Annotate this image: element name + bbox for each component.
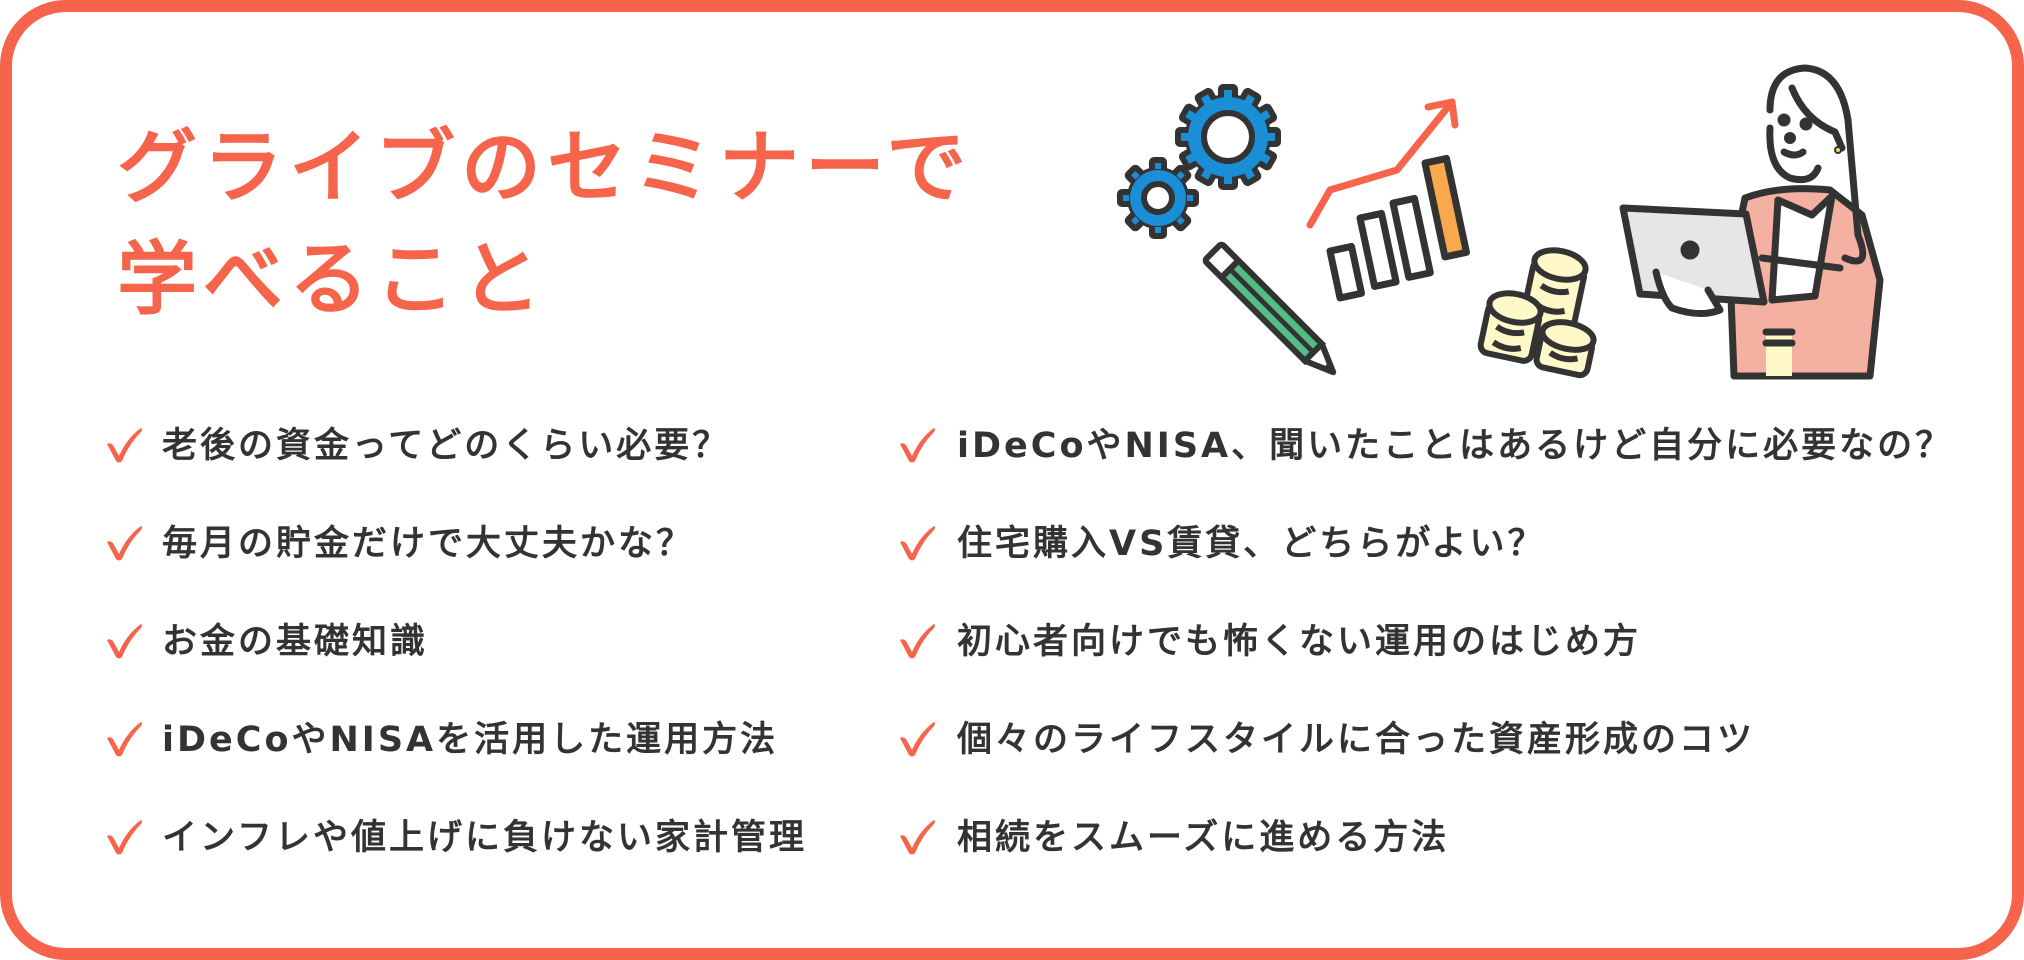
list-item-text: iDeCoやNISA、聞いたことはあるけど自分に必要なの？ — [957, 426, 1954, 466]
list-item-text: 相続をスムーズに進める方法 — [957, 818, 1450, 858]
title-line-2: 学べること — [117, 233, 547, 326]
checkmark-icon — [900, 526, 935, 561]
checkmark-icon — [900, 722, 935, 757]
list-item: 毎月の貯金だけで大丈夫かな？ — [103, 518, 807, 616]
checkmark-icon — [107, 624, 142, 659]
list-item: 個々のライフスタイルに合った資産形成のコツ — [896, 714, 1953, 812]
list-item: iDeCoやNISAを活用した運用方法 — [103, 714, 807, 812]
checkmark-icon — [900, 624, 935, 659]
checkmark-icon — [107, 820, 142, 855]
checklist-right: iDeCoやNISA、聞いたことはあるけど自分に必要なの？ 住宅購入VS賃貸、ど… — [896, 420, 1953, 910]
list-item-text: 個々のライフスタイルに合った資産形成のコツ — [957, 720, 1756, 760]
list-item-text: 老後の資金ってどのくらい必要？ — [162, 426, 731, 466]
list-item: 初心者向けでも怖くない運用のはじめ方 — [896, 616, 1953, 714]
list-item-text: 毎月の貯金だけで大丈夫かな？ — [162, 524, 695, 564]
woman-with-tablet — [1619, 64, 1884, 380]
list-item: 住宅購入VS賃貸、どちらがよい？ — [896, 518, 1953, 616]
list-item-text: インフレや値上げに負けない家計管理 — [162, 818, 807, 858]
list-item: 相続をスムーズに進める方法 — [896, 812, 1953, 910]
list-item: インフレや値上げに負けない家計管理 — [103, 812, 807, 910]
coin-stack-icon — [1477, 247, 1597, 379]
checkmark-icon — [900, 428, 935, 463]
seminar-illustration — [1117, 64, 1884, 380]
list-item-text: iDeCoやNISAを活用した運用方法 — [162, 720, 779, 760]
checkmark-icon — [900, 820, 935, 855]
growth-chart-icon — [1306, 98, 1470, 302]
title-line-1: グライブのセミナーで — [117, 121, 973, 214]
pencil-icon — [1202, 241, 1337, 376]
list-item: iDeCoやNISA、聞いたことはあるけど自分に必要なの？ — [896, 420, 1953, 518]
checkmark-icon — [107, 526, 142, 561]
checkmark-icon — [107, 722, 142, 757]
list-item-text: 初心者向けでも怖くない運用のはじめ方 — [957, 622, 1642, 662]
gear-icon — [1175, 84, 1281, 190]
list-item: お金の基礎知識 — [103, 616, 807, 714]
list-item: 老後の資金ってどのくらい必要？ — [103, 420, 807, 518]
page-title: グライブのセミナーで 学べること — [117, 112, 972, 336]
gear-icon — [1117, 157, 1199, 239]
list-item-text: 住宅購入VS賃貸、どちらがよい？ — [957, 524, 1546, 564]
checklist-left: 老後の資金ってどのくらい必要？ 毎月の貯金だけで大丈夫かな？ お金の基礎知識 i… — [103, 420, 807, 910]
checkmark-icon — [107, 428, 142, 463]
list-item-text: お金の基礎知識 — [162, 622, 429, 662]
